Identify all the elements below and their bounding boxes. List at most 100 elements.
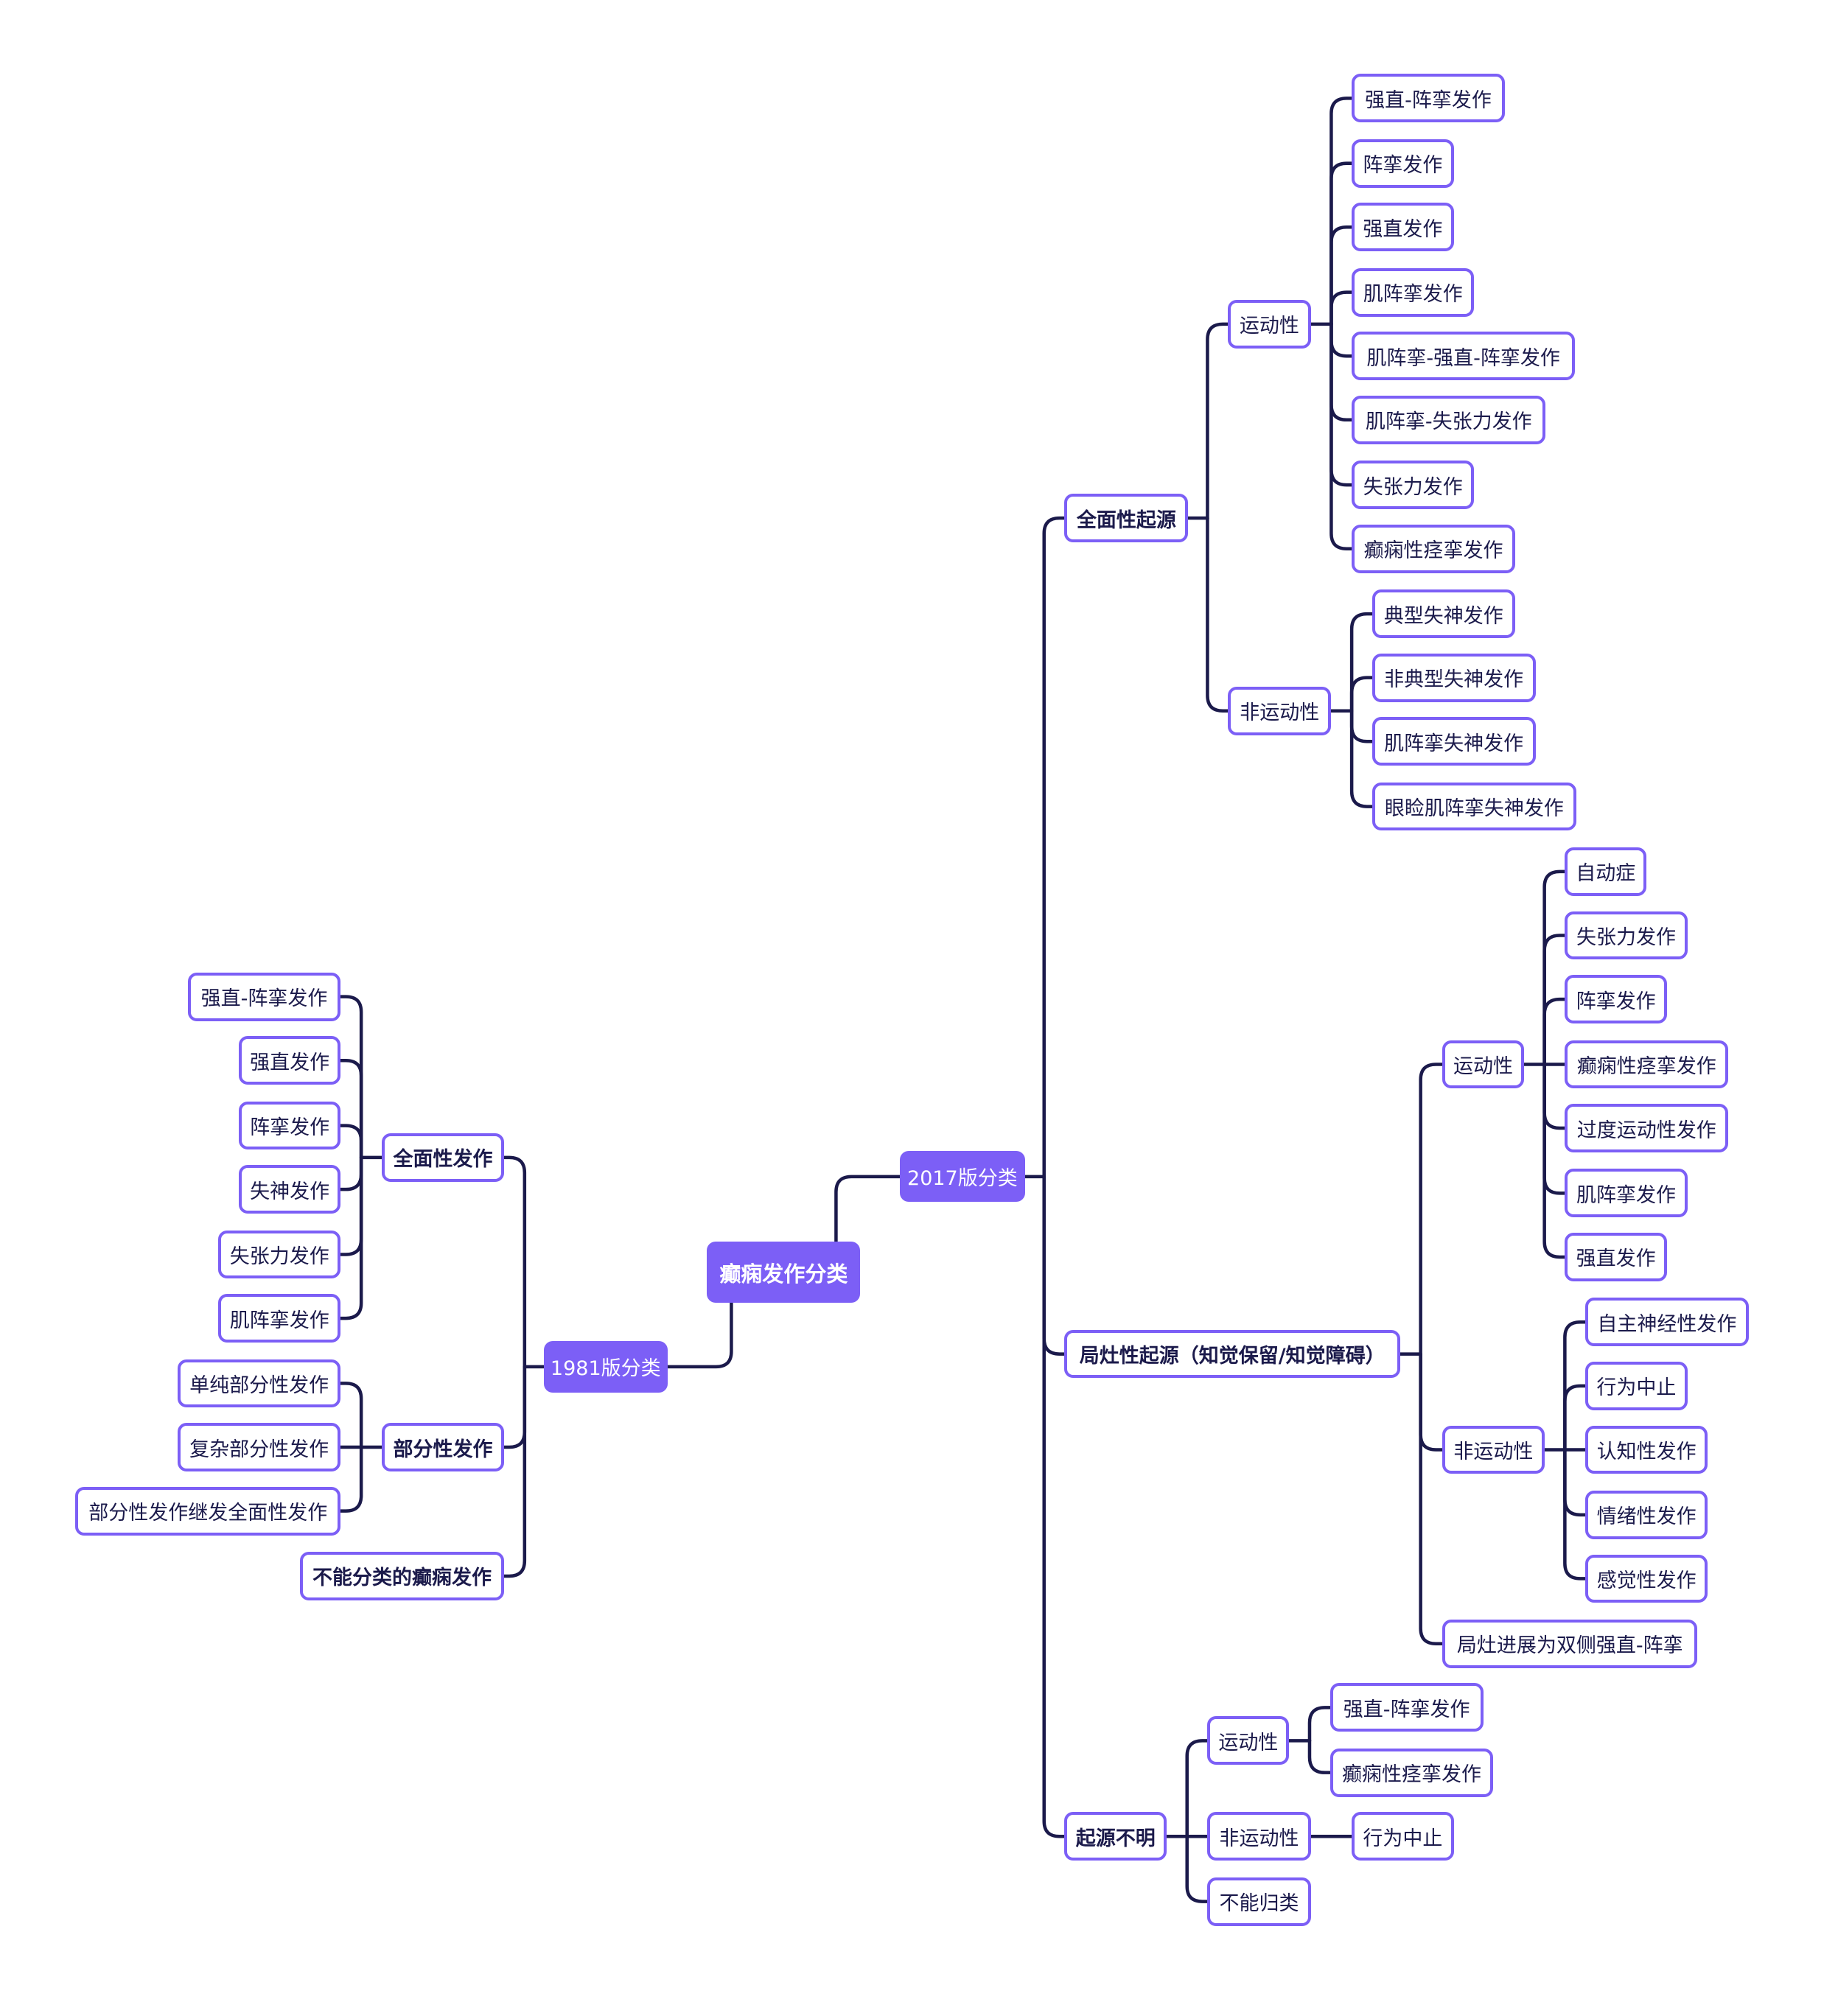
1981-partial-item[interactable]: 复杂部分性发作	[177, 1423, 341, 1471]
connector	[1542, 997, 1567, 1066]
generalized-motor-item[interactable]: 肌阵挛发作	[1352, 267, 1475, 317]
focal-motor-item[interactable]: 阵挛发作	[1565, 975, 1667, 1024]
connector	[1563, 1448, 1587, 1581]
connector	[1307, 1739, 1332, 1774]
connector	[502, 1365, 527, 1578]
connector	[1349, 612, 1374, 713]
connector	[339, 1155, 363, 1256]
connector	[1419, 1352, 1444, 1452]
hub-2017[interactable]: 2017版分类	[900, 1151, 1025, 1203]
connector	[502, 1155, 527, 1369]
connector	[339, 1058, 363, 1160]
generalized-motor-item[interactable]: 强直发作	[1352, 203, 1454, 252]
focal-nonmotor-item[interactable]: 自主神经性发作	[1585, 1298, 1749, 1347]
unknown-motor-item[interactable]: 强直-阵挛发作	[1329, 1683, 1484, 1732]
connector	[1329, 290, 1354, 326]
connector	[1542, 869, 1567, 1066]
1981-partial-item[interactable]: 单纯部分性发作	[177, 1359, 341, 1408]
connector	[1419, 1352, 1444, 1645]
connector	[1563, 1320, 1587, 1452]
focal-motor-item[interactable]: 失张力发作	[1565, 911, 1688, 960]
branch-generalized-onset[interactable]: 全面性起源	[1064, 494, 1189, 543]
connector	[339, 1445, 363, 1513]
focal-nonmotor-item[interactable]: 认知性发作	[1585, 1425, 1708, 1474]
root-node[interactable]: 癫痫发作分类	[707, 1242, 861, 1303]
1981-generalized-item[interactable]: 强直-阵挛发作	[187, 972, 341, 1021]
connector	[1042, 516, 1066, 1179]
focal-to-bilateral[interactable]: 局灶进展为双侧强直-阵挛	[1442, 1619, 1698, 1668]
focal-motor[interactable]: 运动性	[1442, 1040, 1524, 1089]
connector	[339, 995, 363, 1160]
generalized-nonmotor-item[interactable]: 眼睑肌阵挛失神发作	[1371, 782, 1576, 831]
connector	[1307, 1706, 1332, 1743]
connector	[1349, 709, 1374, 743]
1981-generalized-item[interactable]: 强直发作	[238, 1036, 341, 1085]
generalized-motor-item[interactable]: 强直-阵挛发作	[1352, 74, 1505, 123]
generalized-nonmotor-item[interactable]: 典型失神发作	[1371, 589, 1515, 638]
connector	[1542, 934, 1567, 1066]
branch-1981-partial[interactable]: 部分性发作	[381, 1423, 505, 1471]
generalized-nonmotor-item[interactable]: 肌阵挛失神发作	[1371, 717, 1536, 766]
connector	[339, 1382, 363, 1449]
branch-1981-generalized[interactable]: 全面性发作	[381, 1133, 505, 1182]
connector	[1349, 676, 1374, 713]
connector	[1206, 322, 1230, 520]
connector	[502, 1365, 527, 1449]
connector	[1329, 97, 1354, 326]
connector	[1185, 1739, 1209, 1838]
connector	[1042, 1175, 1066, 1356]
focal-nonmotor-item[interactable]: 感觉性发作	[1585, 1554, 1708, 1603]
unknown-motor-item[interactable]: 癫痫性痉挛发作	[1329, 1748, 1494, 1797]
1981-generalized-item[interactable]: 失张力发作	[218, 1230, 341, 1279]
branch-1981-unclassifiable[interactable]: 不能分类的癫痫发作	[300, 1552, 505, 1600]
hub-1981[interactable]: 1981版分类	[543, 1341, 668, 1393]
connector	[834, 1175, 902, 1244]
branch-unknown-onset[interactable]: 起源不明	[1064, 1812, 1167, 1861]
unknown-motor[interactable]: 运动性	[1207, 1716, 1290, 1765]
focal-motor-item[interactable]: 强直发作	[1565, 1233, 1667, 1281]
connector	[1329, 322, 1354, 550]
unknown-nonmotor[interactable]: 非运动性	[1207, 1812, 1311, 1861]
focal-motor-item[interactable]: 过度运动性发作	[1565, 1104, 1729, 1152]
connector	[1329, 322, 1354, 358]
connector	[665, 1301, 733, 1369]
connector	[1206, 516, 1230, 713]
connector	[1329, 225, 1354, 326]
connector	[1419, 1063, 1444, 1356]
generalized-motor-item[interactable]: 阵挛发作	[1352, 139, 1454, 188]
generalized-motor-item[interactable]: 肌阵挛-失张力发作	[1352, 395, 1546, 444]
1981-partial-item[interactable]: 部分性发作继发全面性发作	[75, 1486, 341, 1536]
generalized-motor-item[interactable]: 肌阵挛-强直-阵挛发作	[1352, 332, 1576, 381]
focal-motor-item[interactable]: 自动症	[1565, 847, 1647, 896]
connector	[1042, 1175, 1066, 1838]
generalized-motor-item[interactable]: 失张力发作	[1352, 461, 1475, 510]
connector	[1563, 1384, 1587, 1452]
focal-motor-item[interactable]: 癫痫性痉挛发作	[1565, 1040, 1729, 1089]
connector	[1542, 1063, 1567, 1130]
generalized-nonmotor-item[interactable]: 非典型失神发作	[1371, 653, 1536, 702]
generalized-motor[interactable]: 运动性	[1228, 300, 1311, 349]
1981-generalized-item[interactable]: 阵挛发作	[238, 1101, 341, 1150]
focal-nonmotor-item[interactable]: 情绪性发作	[1585, 1490, 1708, 1539]
generalized-motor-item[interactable]: 癫痫性痉挛发作	[1352, 524, 1515, 573]
connector	[339, 1155, 363, 1191]
generalized-nonmotor[interactable]: 非运动性	[1228, 686, 1332, 735]
focal-nonmotor-item[interactable]: 行为中止	[1585, 1361, 1688, 1410]
connector	[1542, 1063, 1567, 1259]
focal-nonmotor[interactable]: 非运动性	[1442, 1425, 1545, 1474]
branch-focal-onset[interactable]: 局灶性起源（知觉保留/知觉障碍）	[1064, 1329, 1400, 1379]
connector	[1185, 1835, 1209, 1903]
1981-generalized-item[interactable]: 肌阵挛发作	[218, 1294, 341, 1343]
1981-generalized-item[interactable]: 失神发作	[238, 1165, 341, 1214]
unknown-nonmotor-item[interactable]: 行为中止	[1352, 1812, 1454, 1861]
unknown-unclassified[interactable]: 不能归类	[1207, 1877, 1311, 1926]
connector	[1349, 709, 1374, 808]
connector	[339, 1155, 363, 1320]
focal-motor-item[interactable]: 肌阵挛发作	[1565, 1169, 1688, 1218]
connector	[1563, 1448, 1587, 1517]
connector	[1329, 161, 1354, 326]
connector	[1329, 322, 1354, 422]
connector	[339, 1124, 363, 1160]
